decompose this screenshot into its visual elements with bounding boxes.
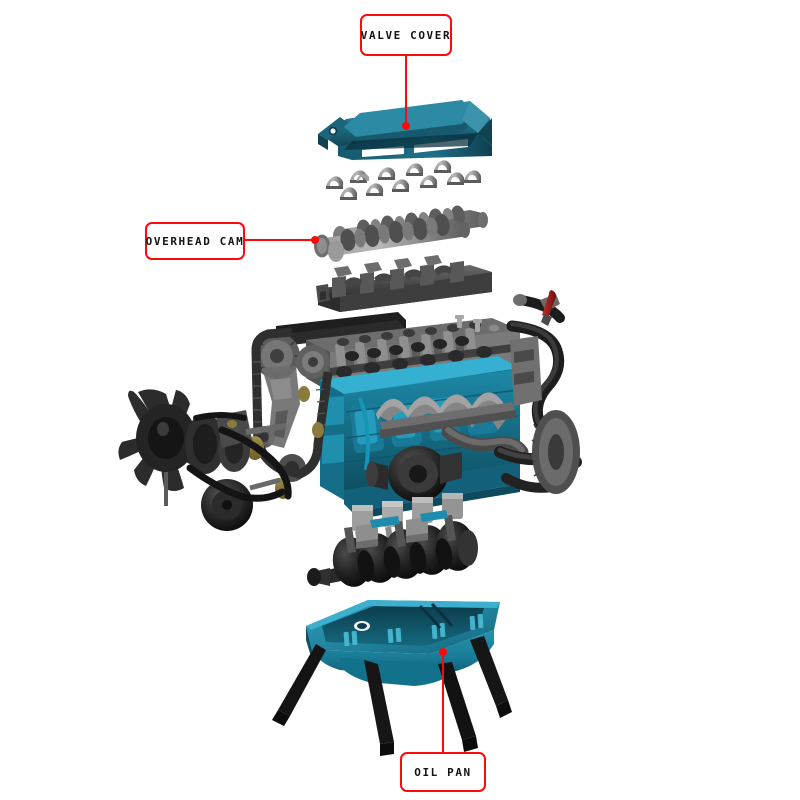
leader-valve-cover (402, 56, 410, 130)
callout-text-valve-cover: VALVE COVER (360, 28, 452, 42)
callout-text-overhead-cam: OVERHEAD CAM (145, 234, 245, 248)
callout-leaders (245, 56, 447, 752)
leader-overhead-cam (245, 236, 319, 244)
engine-stand-legs (272, 636, 512, 756)
oil-pan-part (306, 600, 500, 686)
dipstick-handle (541, 290, 556, 326)
cam-carrier (316, 255, 492, 312)
loose-bolts (455, 315, 499, 332)
overhead-camshaft-front (314, 214, 470, 262)
cam-bearing-caps (326, 160, 482, 200)
timing-belt-assembly (246, 327, 333, 499)
callout-text-oil-pan: OIL PAN (414, 765, 472, 779)
cooling-fan-assembly (118, 389, 292, 531)
callout-label-overhead-cam[interactable]: OVERHEAD CAM (145, 222, 245, 260)
leader-oil-pan (439, 648, 447, 752)
valve-cover-part (318, 100, 492, 160)
callout-label-valve-cover[interactable]: VALVE COVER (360, 14, 452, 56)
callout-label-oil-pan[interactable]: OIL PAN (400, 752, 486, 792)
crankshaft (307, 510, 478, 587)
coolant-hoses (494, 294, 582, 494)
alternator (366, 446, 462, 502)
exhaust-manifold (376, 392, 529, 459)
